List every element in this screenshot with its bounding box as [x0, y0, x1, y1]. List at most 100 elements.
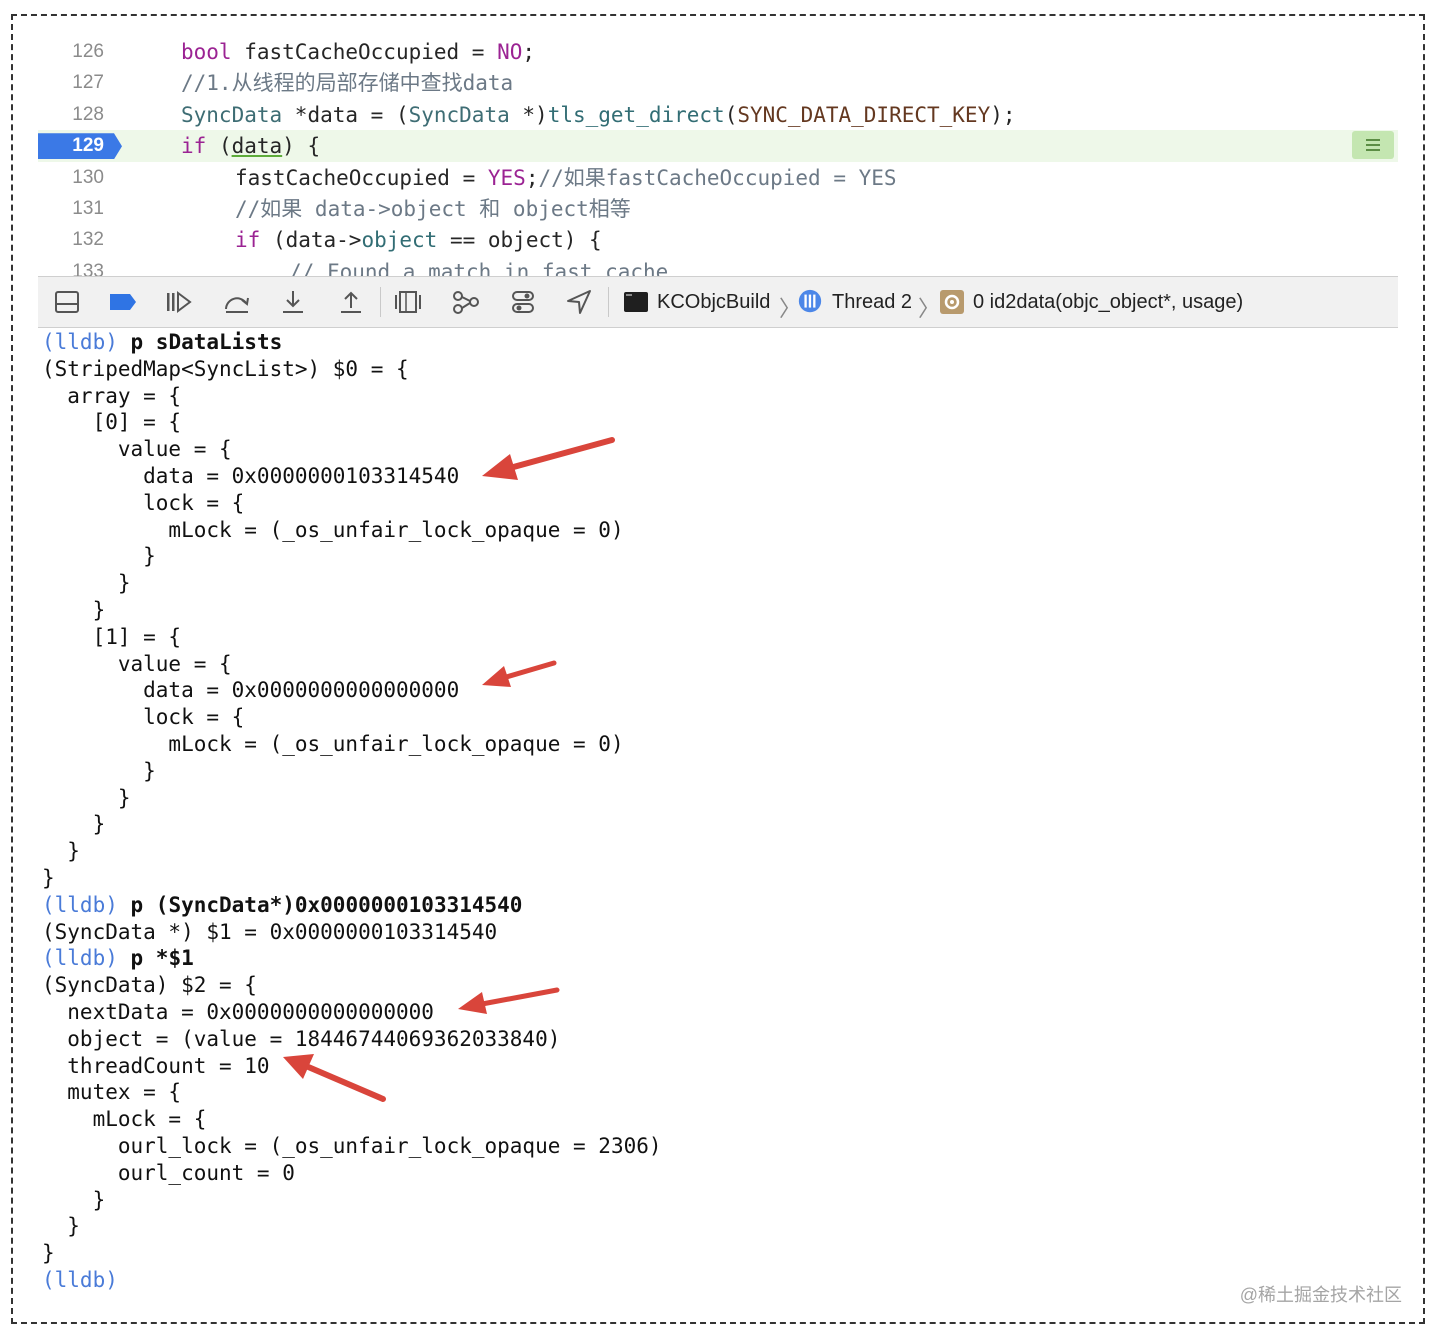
lldb-command: p sDataLists — [130, 330, 283, 354]
console-output-line: value = { — [42, 437, 232, 462]
debug-view-hierarchy-icon[interactable] — [394, 289, 422, 315]
code-token: (data-> — [260, 228, 362, 253]
code-token: SYNC_DATA_DIRECT_KEY — [737, 102, 991, 127]
code-line[interactable]: 128 SyncData *data = (SyncData *)tls_get_… — [38, 99, 1398, 131]
console-output-line: data = 0x0000000000000000 — [42, 678, 460, 703]
code-text: bool fastCacheOccupied = NO; — [181, 36, 535, 68]
code-token: //如果fastCacheOccupied = YES — [538, 165, 897, 190]
code-line-current[interactable]: 129 if (data) { — [38, 130, 1398, 163]
line-number[interactable]: 133 — [72, 260, 104, 276]
code-token: fastCacheOccupied = — [231, 40, 498, 64]
console-command-line: (lldb) p sDataLists — [42, 329, 282, 356]
console-output-line: mLock = (_os_unfair_lock_opaque = 0) — [42, 732, 624, 756]
thread-icon — [798, 289, 822, 313]
screenshot-frame — [11, 14, 1425, 1324]
code-token: == object) { — [437, 228, 602, 253]
line-number[interactable]: 130 — [72, 166, 104, 188]
console-output-line: mutex = { — [42, 1080, 182, 1105]
code-text: if (data->object == object) { — [235, 224, 602, 256]
step-out-icon[interactable] — [338, 289, 364, 315]
console-output-line: } — [42, 598, 106, 622]
code-token: SyncData — [181, 102, 283, 127]
code-token: if — [235, 228, 261, 253]
code-token: if — [181, 134, 207, 159]
annotation-menu-icon[interactable] — [1352, 131, 1394, 160]
code-token: SyncData — [408, 102, 510, 127]
console-output-line: (StripedMap<SyncList>) $0 = { — [42, 356, 409, 381]
lldb-prompt: (lldb) — [42, 892, 131, 917]
code-text: // Found a match in fast cache — [289, 256, 668, 276]
terminal-app-icon — [624, 292, 648, 312]
environment-overrides-icon[interactable] — [510, 289, 536, 315]
console-output-line: (SyncData) $2 = { — [42, 973, 257, 998]
breadcrumb-stack-frame[interactable]: 0 id2data(objc_object*, usage) — [973, 291, 1244, 313]
code-token: NO — [497, 40, 523, 64]
console-output-line: } — [42, 758, 156, 783]
code-token: *data = ( — [282, 102, 409, 127]
code-text: SyncData *data = (SyncData *)tls_get_dir… — [181, 99, 1016, 131]
console-output-line: } — [42, 1241, 55, 1266]
toolbar-separator — [608, 287, 609, 317]
console-output-line: threadCount = 10 — [42, 1053, 270, 1078]
code-token: *) — [509, 102, 548, 127]
code-token: ; — [525, 165, 539, 190]
code-token: //1.从线程的局部存储中查找data — [181, 71, 514, 96]
debug-toolbar: KCObjcBuild 〉 Thread 2 〉 0 id2data(objc_… — [38, 276, 1398, 328]
console-output-line: array = { — [42, 383, 182, 408]
code-token: ( — [724, 102, 738, 127]
lldb-prompt: (lldb) — [42, 946, 131, 971]
chevron-right-icon: 〉 — [918, 296, 941, 321]
console-output-line: } — [42, 866, 55, 890]
line-number[interactable]: 126 — [72, 41, 104, 62]
code-text: if (data) { — [181, 130, 320, 162]
hide-debug-area-icon[interactable] — [54, 289, 80, 315]
breakpoints-toggle-icon[interactable] — [108, 289, 138, 315]
code-text: fastCacheOccupied = YES;//如果fastCacheOcc… — [235, 162, 897, 194]
line-number[interactable]: 132 — [72, 229, 104, 251]
red-arrow-annotation — [458, 987, 560, 1014]
console-command-line: (lldb) p (SyncData*)0x0000000103314540 — [42, 892, 522, 919]
lldb-prompt: (lldb) — [42, 1268, 118, 1292]
code-token: ; — [522, 40, 536, 64]
breadcrumb-target[interactable]: KCObjcBuild — [657, 291, 771, 313]
code-token: tls_get_direct — [547, 102, 725, 127]
code-line[interactable]: 131//如果 data->object 和 object相等 — [38, 193, 1398, 225]
red-arrow-annotation — [482, 660, 557, 687]
red-arrow-annotation — [283, 1054, 386, 1102]
console-output-line: } — [42, 839, 80, 864]
line-number[interactable]: 131 — [72, 198, 104, 219]
code-line[interactable]: 127 //1.从线程的局部存储中查找data — [38, 67, 1398, 99]
code-line[interactable]: 130 fastCacheOccupied = YES;//如果fastCache… — [38, 162, 1398, 194]
breadcrumb-thread[interactable]: Thread 2 — [832, 291, 913, 313]
code-line[interactable]: 126 bool fastCacheOccupied = NO; — [38, 36, 1398, 68]
line-number[interactable]: 127 — [72, 72, 104, 94]
console-output-line: mLock = { — [42, 1107, 207, 1132]
console-output-line: value = { — [42, 651, 232, 676]
breakpoint-marker[interactable] — [38, 133, 122, 160]
code-line[interactable]: 133 // Found a match in fast cache — [38, 256, 1398, 276]
chevron-right-icon: 〉 — [779, 296, 802, 321]
console-output-line: } — [42, 1187, 106, 1212]
step-over-icon[interactable] — [222, 289, 252, 315]
continue-icon[interactable] — [164, 289, 194, 315]
code-token: // Found a match in fast cache — [289, 259, 669, 276]
console-output-line: } — [42, 1214, 80, 1239]
simulate-location-icon[interactable] — [566, 289, 592, 315]
line-number[interactable]: 129 — [72, 135, 104, 157]
console-output-line: nextData = 0x0000000000000000 — [42, 1000, 434, 1024]
code-text: //1.从线程的局部存储中查找data — [181, 67, 513, 99]
code-token: data — [231, 134, 283, 159]
code-token: YES — [487, 165, 526, 190]
step-into-icon[interactable] — [280, 289, 306, 315]
console-command-line: (lldb) p *$1 — [42, 945, 194, 972]
code-token: ) { — [282, 134, 321, 159]
stack-frame-icon — [940, 290, 964, 314]
code-line[interactable]: 132 if (data->object == object) { — [38, 224, 1398, 256]
line-number[interactable]: 128 — [72, 103, 104, 125]
console-output-line: } — [42, 785, 131, 810]
source-editor[interactable]: 126 bool fastCacheOccupied = NO; 127 //1.从线… — [38, 36, 1398, 276]
console-output-line: (SyncData *) $1 = 0x0000000103314540 — [42, 919, 498, 944]
console-output-line: ourl_count = 0 — [42, 1160, 295, 1185]
memory-graph-icon[interactable] — [452, 289, 480, 315]
console-output-line: } — [42, 544, 156, 569]
